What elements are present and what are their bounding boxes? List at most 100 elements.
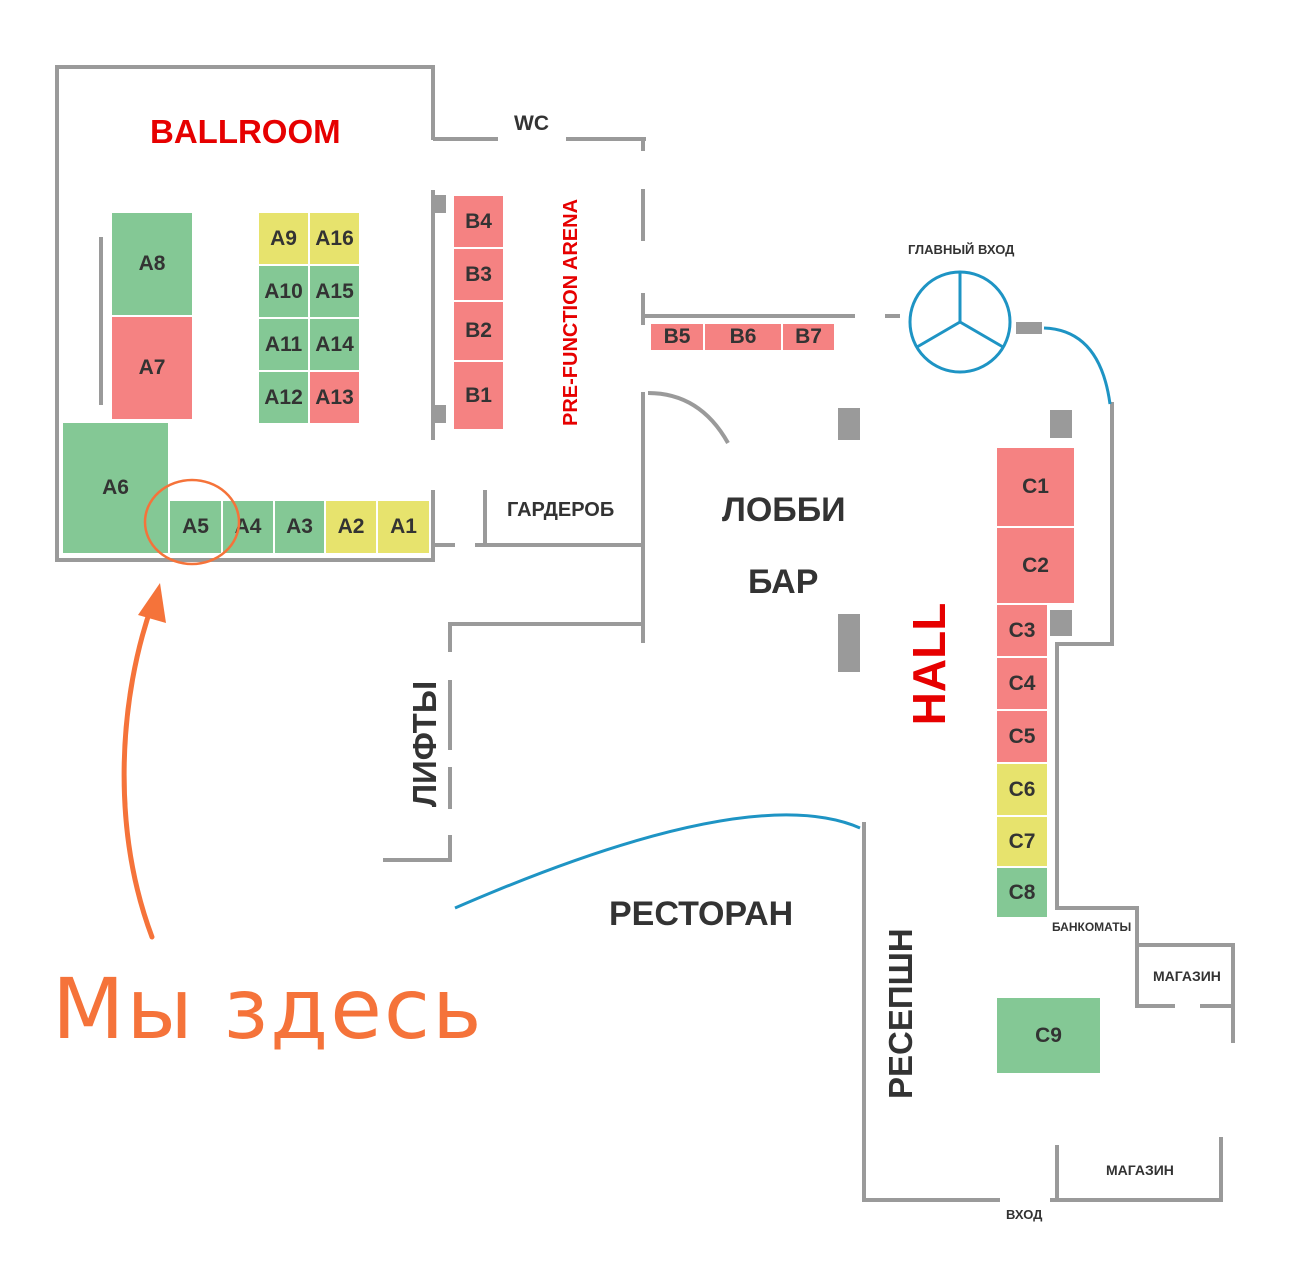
hall-label: HALL: [903, 602, 955, 726]
corridor-wall: [645, 314, 855, 318]
booth-label: B7: [795, 325, 822, 348]
booth-a16[interactable]: A16: [309, 212, 360, 265]
booth-a7[interactable]: A7: [111, 316, 193, 420]
booth-label: C8: [1008, 880, 1036, 904]
ballroom-divider: [99, 237, 103, 405]
booth-a1[interactable]: A1: [377, 500, 430, 554]
atm-wall: [1055, 906, 1139, 910]
revolving-door-icon[interactable]: [904, 268, 1016, 376]
wardrobe-label: ГАРДЕРОБ: [507, 499, 615, 521]
booth-b2[interactable]: B2: [453, 301, 504, 361]
booth-label: C5: [1008, 724, 1036, 748]
lifts-wall: [448, 767, 452, 809]
shop-wall: [1135, 943, 1139, 1008]
booth-a14[interactable]: A14: [309, 318, 360, 371]
lifts-wall: [448, 622, 645, 626]
booth-label: A7: [138, 356, 166, 379]
booth-label: A10: [264, 279, 303, 303]
lifts-label: ЛИФТЫ: [406, 680, 443, 808]
booth-a11[interactable]: A11: [258, 318, 309, 371]
booth-label: C2: [1022, 553, 1049, 577]
booth-label: A15: [315, 279, 354, 303]
prefunction-label: PRE-FUNCTION ARENA: [560, 198, 582, 426]
booth-a2[interactable]: A2: [325, 500, 377, 554]
booth-label: C6: [1008, 777, 1036, 801]
prefunction-wall: [641, 189, 645, 241]
lifts-wall: [383, 858, 452, 862]
booth-a9[interactable]: A9: [258, 212, 309, 265]
wc-wall: [566, 137, 646, 141]
main-entrance-label: ГЛАВНЫЙ ВХОД: [908, 242, 1015, 257]
entrance-label: ВХОД: [1006, 1207, 1043, 1222]
booth-a13[interactable]: A13: [309, 371, 360, 424]
pillar: [838, 614, 860, 672]
ballroom-wall-right-low: [431, 490, 435, 562]
corridor-post: [885, 314, 900, 318]
booth-a3[interactable]: A3: [274, 500, 325, 554]
booth-b1[interactable]: B1: [453, 361, 504, 430]
booth-a15[interactable]: A15: [309, 265, 360, 318]
booth-c6[interactable]: C6: [996, 763, 1048, 816]
pillar: [1016, 322, 1042, 334]
corridor-wall: [1055, 642, 1059, 910]
ballroom-door-post: [434, 405, 446, 423]
booth-label: A1: [390, 515, 417, 538]
booth-c2[interactable]: C2: [996, 527, 1075, 604]
wardrobe-wall: [435, 543, 455, 547]
lobby-wall: [641, 392, 645, 643]
wc-label: WC: [514, 112, 549, 135]
ballroom-wall-right-upper: [431, 65, 435, 140]
booth-c1[interactable]: C1: [996, 447, 1075, 527]
booth-label: A8: [138, 252, 166, 275]
pillar: [838, 408, 860, 440]
booth-label: C9: [1035, 1023, 1062, 1047]
booth-c7[interactable]: C7: [996, 816, 1048, 867]
booth-label: B4: [465, 209, 492, 233]
booth-b3[interactable]: B3: [453, 248, 504, 301]
booth-label: A5: [182, 515, 209, 538]
shop-wall: [1055, 1145, 1059, 1202]
booth-b4[interactable]: B4: [453, 195, 504, 248]
booth-c5[interactable]: C5: [996, 710, 1048, 763]
pillar: [1050, 610, 1072, 636]
booth-label: A2: [337, 515, 365, 538]
booth-b6[interactable]: B6: [704, 323, 782, 351]
booth-c3[interactable]: C3: [996, 604, 1048, 657]
shop-wall: [1219, 1137, 1223, 1202]
booth-label: A14: [315, 332, 354, 356]
reception-wall: [862, 1198, 1000, 1202]
booth-a6[interactable]: A6: [62, 422, 169, 554]
corridor-wall: [1055, 642, 1114, 646]
reception-label: РЕСЕПШН: [882, 928, 919, 1099]
entrance-curve: [1043, 326, 1112, 405]
shop-wall: [1231, 943, 1235, 1043]
booth-label: B1: [465, 383, 492, 407]
booth-label: B3: [465, 262, 492, 286]
bar-label: БАР: [748, 563, 819, 601]
ballroom-wall-top: [55, 65, 435, 69]
booth-a5[interactable]: A5: [169, 500, 222, 554]
atm-wall: [1135, 906, 1139, 946]
booth-label: A3: [286, 515, 313, 538]
prefunction-wall: [641, 293, 645, 325]
booth-c9[interactable]: C9: [996, 997, 1101, 1074]
booth-a12[interactable]: A12: [258, 371, 309, 424]
booth-a10[interactable]: A10: [258, 265, 309, 318]
booth-b5[interactable]: B5: [650, 323, 704, 351]
booth-label: B6: [729, 325, 757, 348]
lifts-wall: [448, 622, 452, 652]
shop-label: МАГАЗИН: [1106, 1162, 1174, 1178]
lobby-label: ЛОББИ: [722, 491, 846, 529]
booth-c8[interactable]: C8: [996, 867, 1048, 918]
booth-label: C4: [1008, 671, 1036, 695]
ballroom-wall-left: [55, 65, 59, 562]
booth-b7[interactable]: B7: [782, 323, 835, 351]
booth-label: A11: [264, 332, 303, 356]
booth-a8[interactable]: A8: [111, 212, 193, 316]
booth-label: A12: [264, 385, 303, 409]
ballroom-wall-right-mid: [431, 190, 435, 440]
booth-c4[interactable]: C4: [996, 657, 1048, 710]
shop-wall: [1135, 1004, 1175, 1008]
wardrobe-wall: [483, 490, 487, 545]
